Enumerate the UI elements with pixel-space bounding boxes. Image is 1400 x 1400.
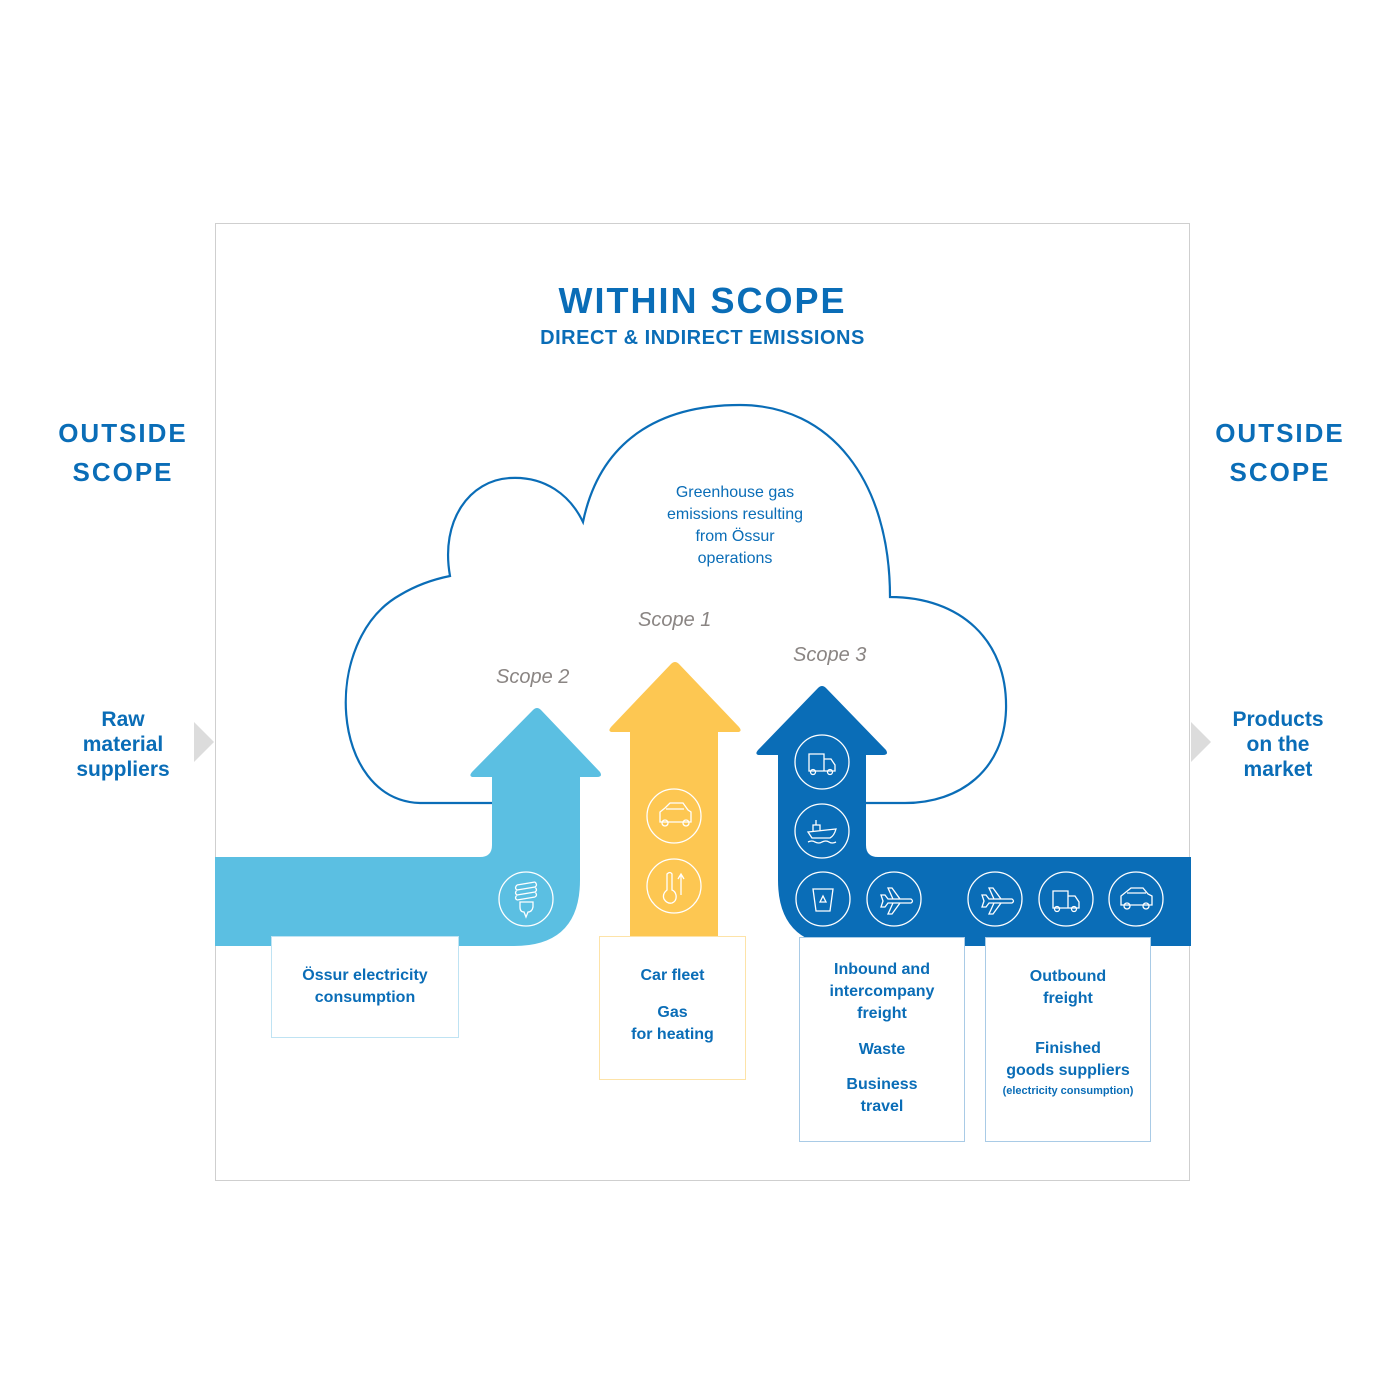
box-line: freight: [857, 1005, 907, 1022]
box-line: Waste: [858, 1041, 906, 1058]
airplane-icon: [866, 871, 922, 927]
truck-icon: [1038, 871, 1094, 927]
scope1-label: Scope 1: [638, 609, 712, 631]
cloud-text-line: Greenhouse gas: [675, 484, 795, 501]
page-subtitle: DIRECT & INDIRECT EMISSIONS: [540, 327, 865, 349]
box-line: freight: [1043, 990, 1093, 1007]
box-line: Business: [846, 1076, 918, 1093]
products-on-market-label: Products on the market: [1198, 707, 1358, 782]
cloud-text-line: operations: [697, 550, 773, 567]
scope2-box: Össur electricity consumption: [271, 936, 459, 1038]
box-note: (electricity consumption): [1002, 1085, 1134, 1097]
box-line: for heating: [631, 1026, 714, 1043]
right-heading-line1: OUTSIDE: [1215, 418, 1345, 448]
label-line: market: [1243, 758, 1313, 781]
lightbulb-icon: [498, 871, 554, 927]
left-pointer-triangle: [194, 722, 214, 762]
label-line: Raw: [101, 708, 145, 731]
label-line: on the: [1246, 733, 1310, 756]
box-line: consumption: [314, 989, 416, 1006]
left-heading-line1: OUTSIDE: [58, 418, 188, 448]
within-scope-frame: [215, 223, 1190, 1181]
scope3-inbound-box: Inbound and intercompany freight Waste B…: [799, 937, 965, 1142]
label-line: suppliers: [76, 758, 170, 781]
box-line: Gas: [657, 1004, 688, 1021]
right-heading-line2: SCOPE: [1229, 457, 1331, 487]
scope3-outbound-box: Outbound freight Finished goods supplier…: [985, 937, 1151, 1142]
scope1-box: Car fleet Gas for heating: [599, 936, 746, 1080]
label-line: Products: [1232, 708, 1324, 731]
left-outside-scope-heading: OUTSIDE SCOPE: [43, 414, 203, 492]
cloud-description: Greenhouse gas emissions resulting from …: [640, 482, 830, 570]
scope2-label: Scope 2: [496, 666, 570, 688]
raw-material-suppliers-label: Raw material suppliers: [43, 707, 203, 782]
box-line: goods suppliers: [1006, 1062, 1130, 1079]
box-line: travel: [860, 1098, 904, 1115]
label-line: material: [82, 733, 164, 756]
box-line: Össur electricity: [302, 967, 428, 984]
car-icon: [1108, 871, 1164, 927]
airplane-icon: [967, 871, 1023, 927]
box-line: Car fleet: [640, 967, 705, 984]
box-line: intercompany: [829, 983, 935, 1000]
car-icon: [646, 788, 702, 844]
recycle-bin-icon: [795, 871, 851, 927]
scope3-arrow: [756, 686, 1191, 946]
left-heading-line2: SCOPE: [72, 457, 174, 487]
box-line: Outbound: [1029, 968, 1107, 985]
right-outside-scope-heading: OUTSIDE SCOPE: [1200, 414, 1360, 492]
cloud-text-line: emissions resulting: [666, 506, 804, 523]
right-pointer-triangle: [1191, 722, 1211, 762]
box-line: Finished: [1035, 1040, 1101, 1057]
thermometer-icon: [646, 858, 702, 914]
page-title: WITHIN SCOPE: [558, 280, 847, 321]
box-line: Inbound and: [834, 961, 930, 978]
scope2-arrow: [215, 708, 601, 946]
cloud-text-line: from Össur: [695, 528, 775, 545]
scope1-arrow: [609, 662, 741, 937]
ship-icon: [794, 803, 850, 859]
cloud-outline: [344, 403, 1008, 805]
truck-icon: [794, 734, 850, 790]
scope3-label: Scope 3: [793, 644, 867, 666]
